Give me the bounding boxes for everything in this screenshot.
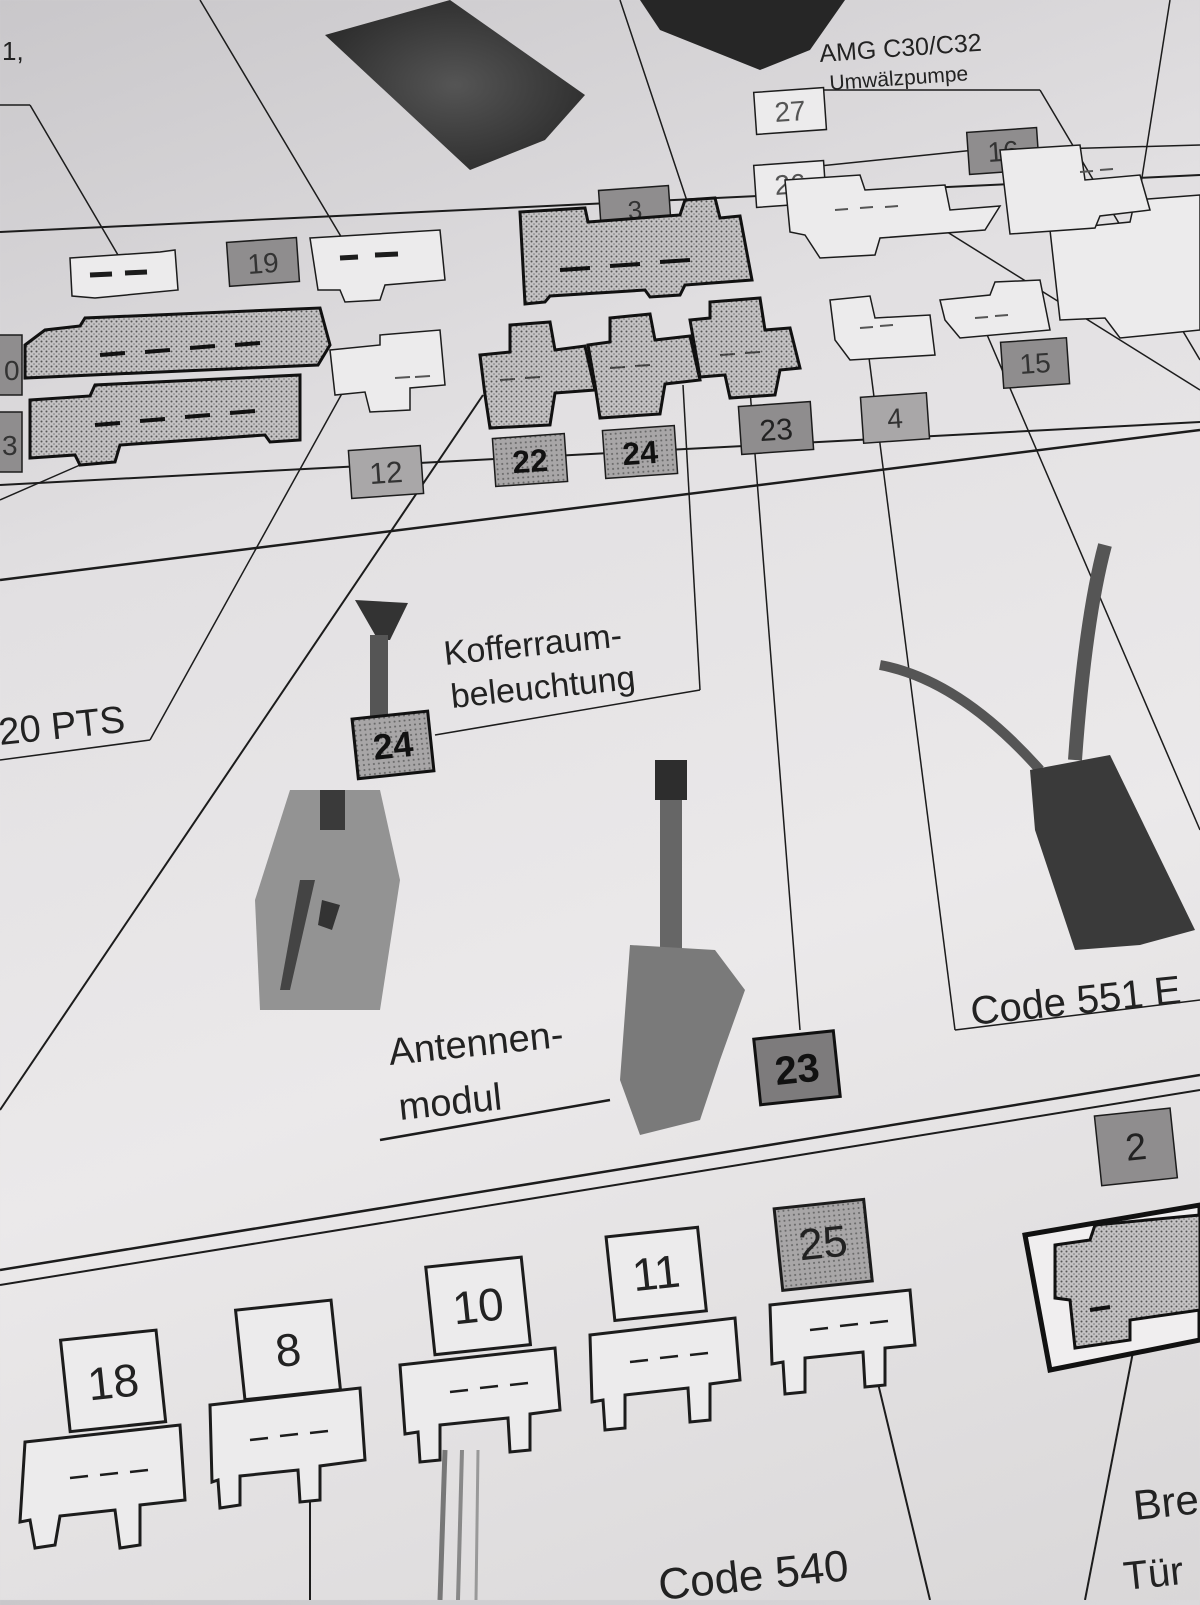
svg-text:24: 24	[621, 434, 659, 472]
svg-text:0: 0	[4, 355, 20, 386]
svg-text:18: 18	[85, 1353, 141, 1410]
fragment-label: 1,	[2, 36, 24, 66]
tag-24-trunk-light: 24	[350, 709, 436, 781]
svg-text:15: 15	[1018, 347, 1051, 380]
connector-11	[588, 1316, 742, 1432]
tag-23-antenna: 23	[752, 1029, 842, 1107]
connector-8	[208, 1386, 367, 1510]
connector-3	[518, 196, 754, 306]
antenna-module-label-1: Antennen-	[387, 1014, 566, 1074]
svg-text:19: 19	[246, 247, 279, 280]
svg-text:11: 11	[630, 1245, 683, 1302]
connector-22	[478, 320, 597, 430]
connector-left-small	[69, 249, 179, 299]
svg-text:25: 25	[796, 1216, 850, 1270]
top-connector-photo	[325, 0, 845, 170]
svg-text:8: 8	[273, 1323, 304, 1377]
connector-26	[784, 174, 1002, 259]
connector-4	[829, 295, 936, 361]
svg-text:12: 12	[368, 456, 404, 491]
bottom-connector-pins	[69, 1319, 889, 1480]
svg-text:23: 23	[773, 1046, 822, 1094]
upper-connector-pins	[89, 251, 399, 278]
stippled-pins-fine	[499, 351, 761, 381]
tag-8: 8	[233, 1298, 343, 1402]
connector-23	[688, 296, 802, 400]
tag-23: 23	[737, 400, 815, 456]
tag-22: 22	[491, 432, 569, 488]
tag-19: 19	[225, 236, 301, 288]
tag-10: 10	[424, 1255, 533, 1357]
svg-text:10: 10	[450, 1277, 506, 1334]
tag-18: 18	[58, 1328, 168, 1434]
connector-0	[23, 306, 332, 380]
svg-text:22: 22	[511, 442, 549, 480]
connector-16	[999, 144, 1151, 235]
svg-text:24: 24	[371, 723, 415, 768]
tag-12: 12	[347, 444, 425, 500]
connector-18	[18, 1423, 187, 1550]
connector-12	[329, 329, 446, 413]
antenna-module-photo	[620, 760, 745, 1135]
tag-25: 25	[772, 1197, 874, 1293]
tag-24: 24	[601, 424, 679, 480]
svg-text:4: 4	[886, 402, 904, 434]
tag-left-0: 0	[0, 334, 23, 396]
svg-text:3: 3	[2, 430, 18, 461]
connector-2-frame	[1022, 1202, 1200, 1373]
connector-15	[939, 279, 1051, 339]
code551-label: Code 551 E	[968, 968, 1183, 1034]
tag-11: 11	[604, 1225, 708, 1323]
svg-text:27: 27	[773, 95, 806, 128]
connector-10	[398, 1346, 562, 1464]
tag-2: 2	[1093, 1107, 1179, 1187]
tur-label: Tür	[1121, 1549, 1185, 1599]
connector-right	[1049, 194, 1200, 339]
tag-left-3: 3	[0, 411, 23, 473]
svg-text:23: 23	[758, 413, 794, 448]
code540-label: Code 540	[656, 1541, 851, 1600]
connector-25	[768, 1288, 917, 1396]
light-pins	[394, 168, 1114, 379]
stippled-pins	[94, 258, 691, 427]
connector-19	[309, 229, 446, 303]
upper-connectors	[69, 144, 1200, 413]
bre-label: Bre	[1131, 1475, 1200, 1529]
tag-15: 15	[999, 336, 1071, 390]
svg-text:2: 2	[1123, 1126, 1148, 1170]
tag-27: 27	[752, 86, 828, 136]
tag-4: 4	[859, 391, 931, 445]
bottom-connectors	[18, 1288, 917, 1550]
code551-connector-photo	[879, 543, 1195, 950]
trunk-light-connector-photo	[255, 600, 408, 1010]
